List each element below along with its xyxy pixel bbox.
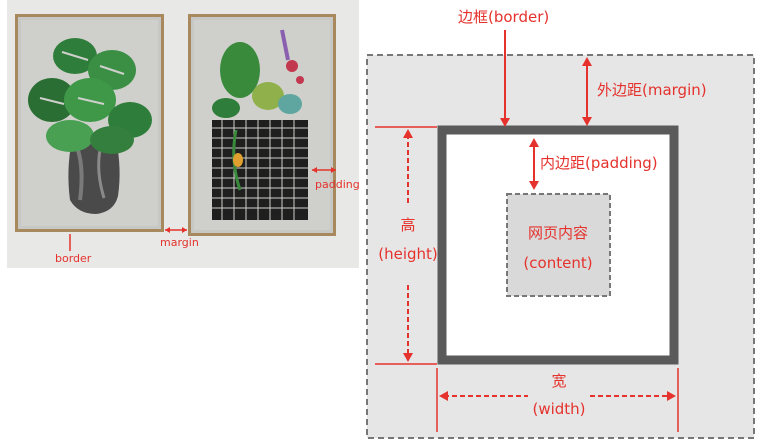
photo-border-label: border [55,252,92,265]
padding-arrow-heads [312,167,336,173]
height-label: 高 [400,216,415,234]
width-label-en: (width) [532,400,585,418]
left-frame [15,14,164,232]
photo-annotations: border margin padding [55,167,360,265]
photo-margin-label: margin [160,236,199,249]
content-label: 网页内容 [528,224,588,242]
width-label: 宽 [551,372,566,390]
photo-padding-label: padding [315,178,360,191]
content-box [506,193,611,297]
padding-label: 内边距(padding) [540,154,658,172]
content-label-en: (content) [523,254,592,272]
border-arrow-head [500,118,510,127]
margin-label: 外边距(margin) [597,81,707,99]
border-label: 边框(border) [458,8,549,26]
margin-arrow-heads [165,227,187,233]
framed-pictures-photo: border margin padding [7,0,360,268]
height-label-en: (height) [378,245,438,263]
right-frame [188,14,336,236]
